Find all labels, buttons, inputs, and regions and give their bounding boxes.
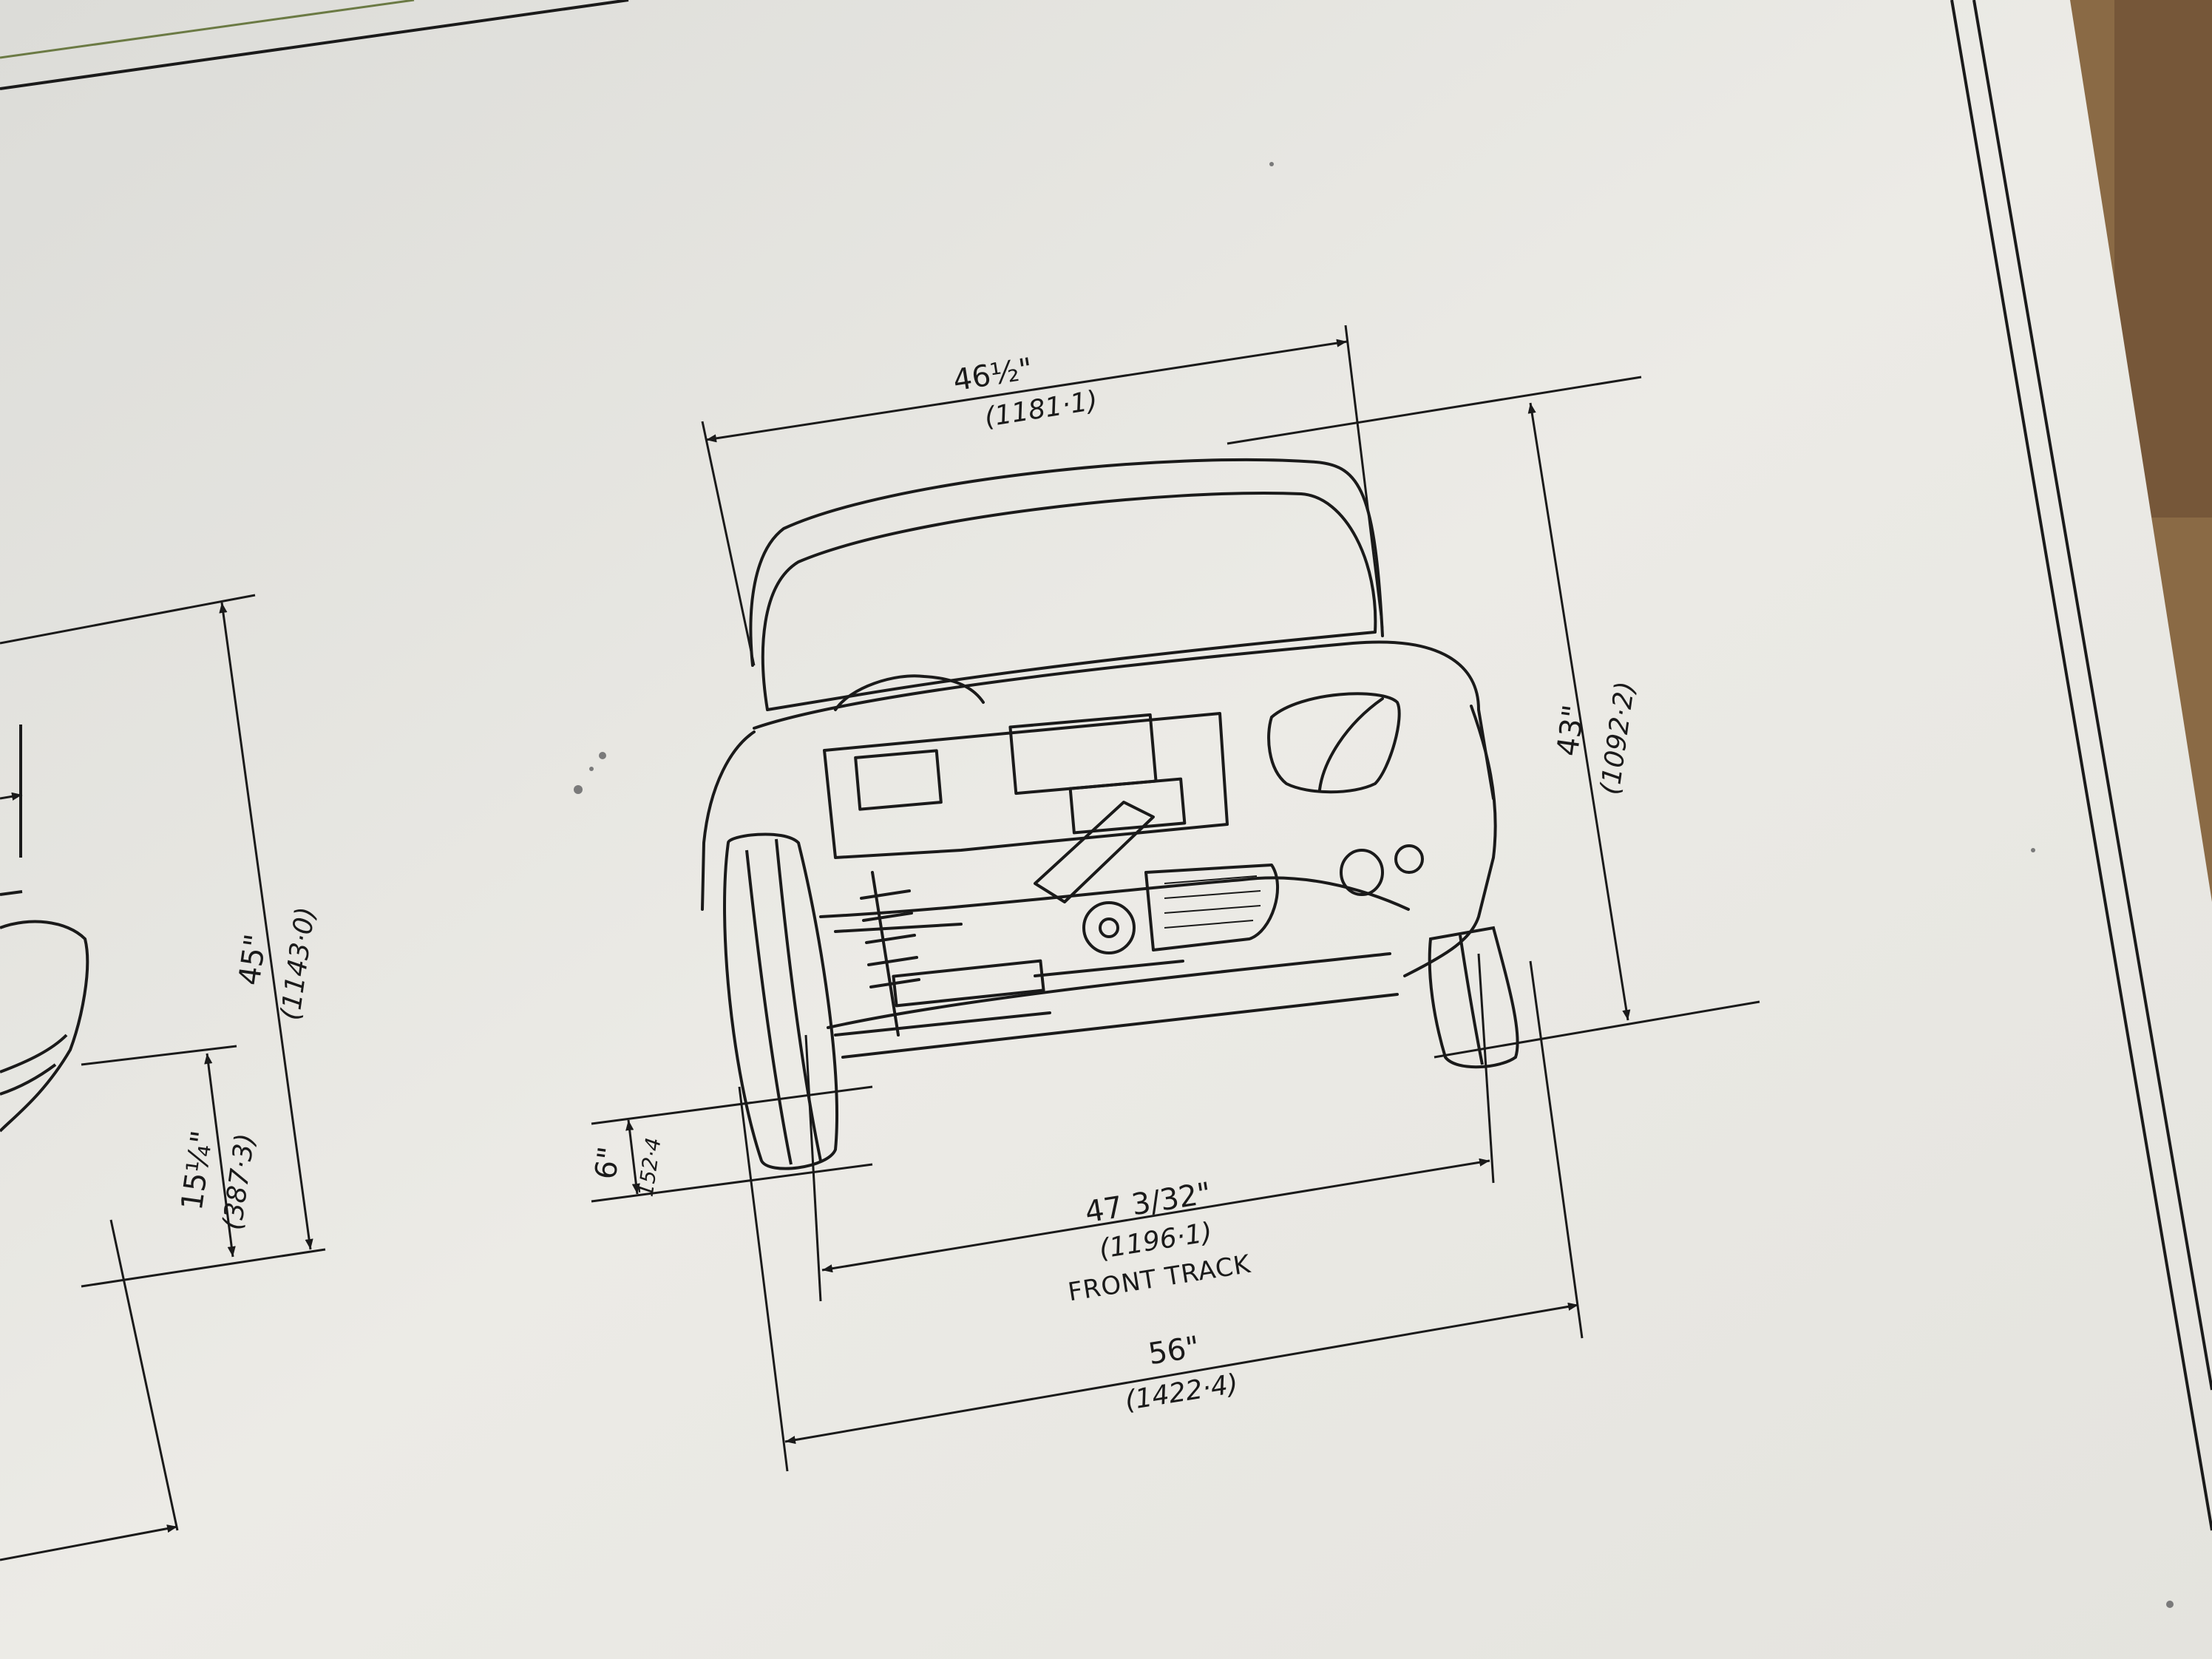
exhaust-manifold — [1034, 801, 1155, 903]
windscreen-glass — [761, 492, 1377, 711]
crank-pulley — [1082, 901, 1136, 954]
wishbones — [834, 923, 1051, 1037]
dim-ground-clearance-6 — [625, 1119, 640, 1195]
radiator-hatching — [1164, 875, 1261, 929]
windscreen-frame — [749, 458, 1384, 667]
extension-line-ground — [1434, 1000, 1760, 1059]
front-track-ext-left — [804, 1034, 822, 1302]
dimension-lines — [591, 325, 1760, 1472]
dim-overall-width-46 — [705, 339, 1348, 443]
steering-wheel — [834, 674, 985, 711]
side-lamp — [1394, 844, 1424, 874]
ground-clearance-ext-top — [591, 1085, 873, 1125]
ground-clearance-imperial: 6" — [588, 1144, 627, 1181]
left-wing — [701, 730, 756, 911]
front-crossmember — [841, 993, 1399, 1059]
dim-side-height-45 — [219, 602, 313, 1250]
dim-side-seat-15 — [204, 1053, 236, 1258]
radiator-grille — [1144, 864, 1279, 951]
extension-line-top — [1227, 376, 1642, 445]
dim-side-length — [0, 1524, 178, 1561]
side-height-imperial: 45" — [233, 932, 274, 988]
side-ext-mid — [81, 1045, 237, 1066]
overall-ext-right — [1529, 960, 1584, 1339]
extension-line-right — [1344, 325, 1384, 629]
indicator-lamp — [1340, 849, 1384, 896]
overall-width-wheels-imperial: 56" — [1146, 1330, 1202, 1371]
dim-front-track — [821, 1158, 1490, 1273]
front-wheel-left — [723, 832, 838, 1170]
extension-line-left — [701, 421, 756, 666]
car-front-view — [701, 458, 1497, 1059]
front-track-ext-right — [1477, 953, 1495, 1184]
side-ext-vertical — [109, 1219, 179, 1531]
dim-height-43 — [1527, 402, 1631, 1021]
car-side-view — [0, 725, 89, 1133]
height-imperial: 43" — [1551, 703, 1592, 759]
battery — [854, 749, 943, 811]
headlamp — [1267, 692, 1401, 794]
coil-spring — [860, 889, 920, 988]
page-border — [0, 0, 2212, 1531]
paper-marks — [574, 162, 2174, 1608]
side-ext-bottom — [81, 1248, 326, 1288]
side-ext-top — [0, 594, 256, 645]
bonnet-line — [753, 640, 1495, 800]
dim-overall-56 — [784, 1302, 1579, 1445]
right-wing — [1403, 705, 1497, 977]
damper — [871, 871, 900, 1037]
cylinder-head — [1068, 777, 1187, 835]
engine-bay — [823, 712, 1229, 859]
overall-ext-left — [738, 1086, 789, 1472]
side-view-wing — [0, 920, 89, 1133]
side-view-dimensions — [0, 594, 326, 1561]
